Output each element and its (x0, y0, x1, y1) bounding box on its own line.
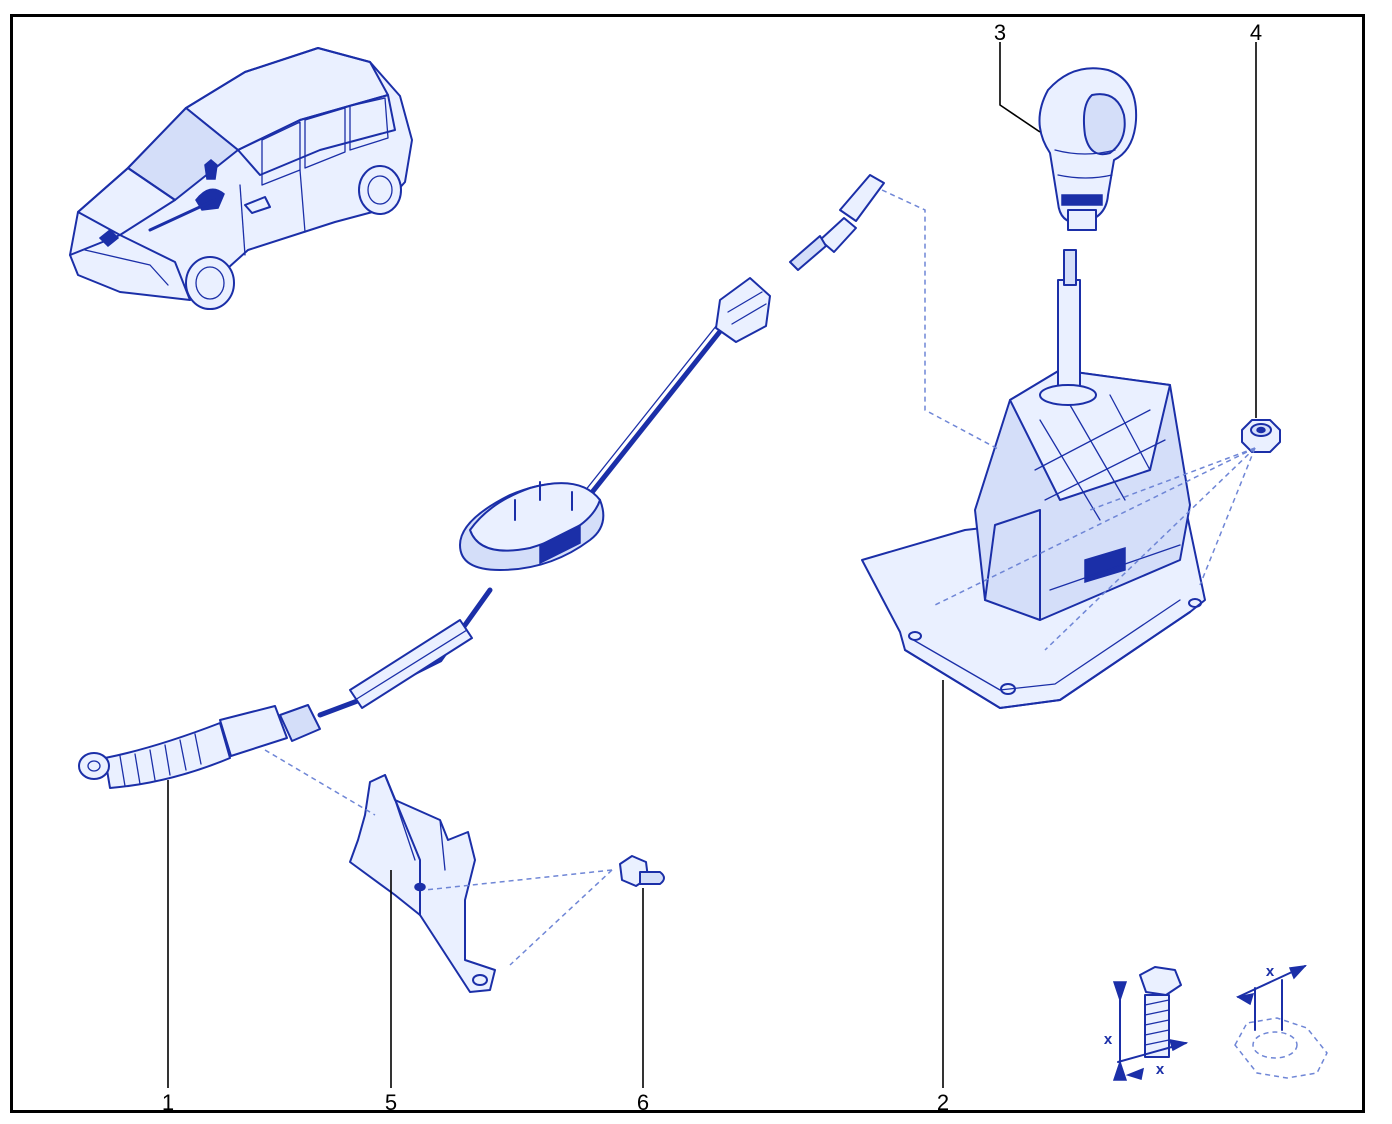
bolt-dimension-symbol (1112, 966, 1189, 1081)
callout-4: 4 (1250, 20, 1262, 45)
part-2-selector-housing (861, 249, 1206, 709)
callout-5: 5 (385, 1090, 397, 1115)
vehicle-illustration (69, 47, 413, 310)
callout-3: 3 (994, 20, 1006, 45)
dimension-label-x-nut: x (1266, 963, 1275, 980)
leader-line-3 (999, 42, 1041, 133)
part-4-nut (1241, 419, 1281, 453)
callout-labels: 1 2 3 4 5 6 (162, 20, 1262, 1115)
assembly-lines (264, 189, 1256, 966)
dimension-label-x-bolt: x (1156, 1061, 1165, 1078)
callout-2: 2 (937, 1090, 949, 1115)
part-5-bracket (349, 774, 496, 993)
dimension-symbols: x x x (1104, 963, 1328, 1081)
part-1-shift-cable (78, 174, 885, 789)
callout-6: 6 (637, 1090, 649, 1115)
part-6-bolt (619, 855, 665, 887)
callout-1: 1 (162, 1090, 174, 1115)
dimension-label-x-vertical: x (1104, 1031, 1113, 1048)
nut-dimension-symbol (1234, 964, 1328, 1079)
leader-lines (167, 42, 1257, 1088)
part-3-gear-knob (1038, 67, 1138, 231)
